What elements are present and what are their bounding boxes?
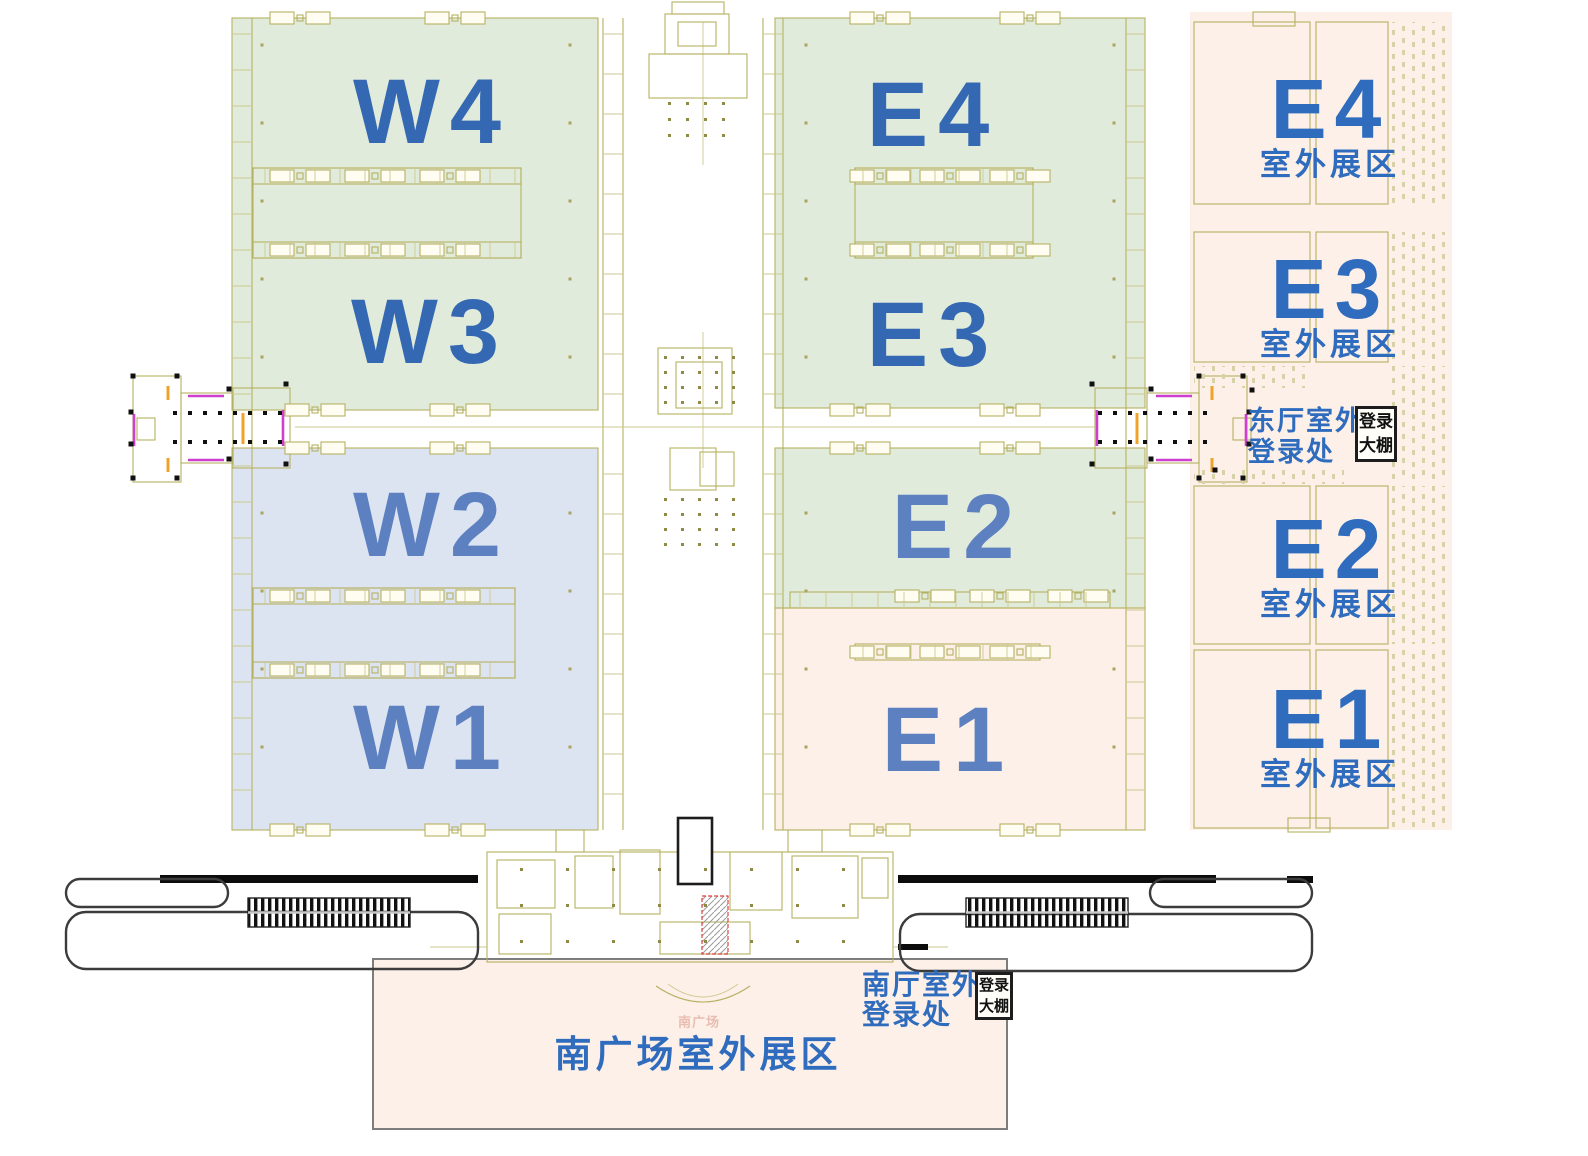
- hall-label-w1[interactable]: W1: [353, 687, 511, 789]
- south-plaza-watermark: 南广场: [677, 1014, 721, 1030]
- outdoor-zone-e3-code: E3: [1270, 242, 1390, 336]
- outdoor-zone-e2[interactable]: E2 室外展区: [1260, 502, 1400, 624]
- outdoor-zone-e3-subtitle: 室外展区: [1260, 327, 1400, 362]
- outdoor-zone-e4-subtitle: 室外展区: [1260, 147, 1400, 182]
- south-registration-label: 南厅室外 登录处: [862, 970, 982, 1030]
- outdoor-zone-e3[interactable]: E3 室外展区: [1260, 242, 1400, 364]
- south-registration-line1: 南厅室外: [862, 969, 983, 1000]
- east-registration-label: 东厅室外 登录处: [1248, 406, 1364, 468]
- construction-marker: [701, 895, 729, 955]
- south-registration-shed: 登录 大棚: [975, 972, 1013, 1020]
- parking-hatch-left: [247, 897, 411, 928]
- outdoor-zone-e4-code: E4: [1270, 62, 1390, 156]
- outdoor-zone-e1[interactable]: E1 室外展区: [1260, 672, 1400, 794]
- south-canopy: [676, 816, 714, 886]
- east-registration-line2: 登录处: [1248, 437, 1335, 467]
- outdoor-zone-e1-subtitle: 室外展区: [1260, 757, 1400, 792]
- hall-label-e2[interactable]: E2: [891, 476, 1025, 578]
- hall-label-w4[interactable]: W4: [353, 61, 511, 163]
- access-roads: [64, 875, 1314, 973]
- south-shed-line2: 大棚: [978, 999, 1009, 1015]
- hall-label-w2[interactable]: W2: [353, 474, 511, 576]
- outdoor-zone-e2-subtitle: 室外展区: [1260, 587, 1400, 622]
- south-shed-line1: 登录: [978, 978, 1009, 994]
- outdoor-zone-e2-code: E2: [1270, 502, 1390, 596]
- outdoor-zone-e1-code: E1: [1270, 672, 1390, 766]
- south-registration-line2: 登录处: [862, 999, 953, 1030]
- hall-label-w3[interactable]: W3: [351, 281, 509, 383]
- hall-label-e3[interactable]: E3: [866, 284, 1000, 386]
- outdoor-zone-e4[interactable]: E4 室外展区: [1260, 62, 1400, 184]
- east-shed-line2: 大棚: [1359, 436, 1393, 455]
- hall-label-e1[interactable]: E1: [881, 689, 1015, 791]
- hall-label-e4[interactable]: E4: [866, 64, 1000, 166]
- east-shed-line1: 登录: [1359, 412, 1393, 431]
- east-registration-shed: 登录 大棚: [1355, 406, 1397, 462]
- parking-hatch-right: [965, 897, 1129, 928]
- south-plaza-label[interactable]: 南广场室外展区: [554, 1034, 842, 1075]
- east-registration-line1: 东厅室外: [1248, 406, 1364, 436]
